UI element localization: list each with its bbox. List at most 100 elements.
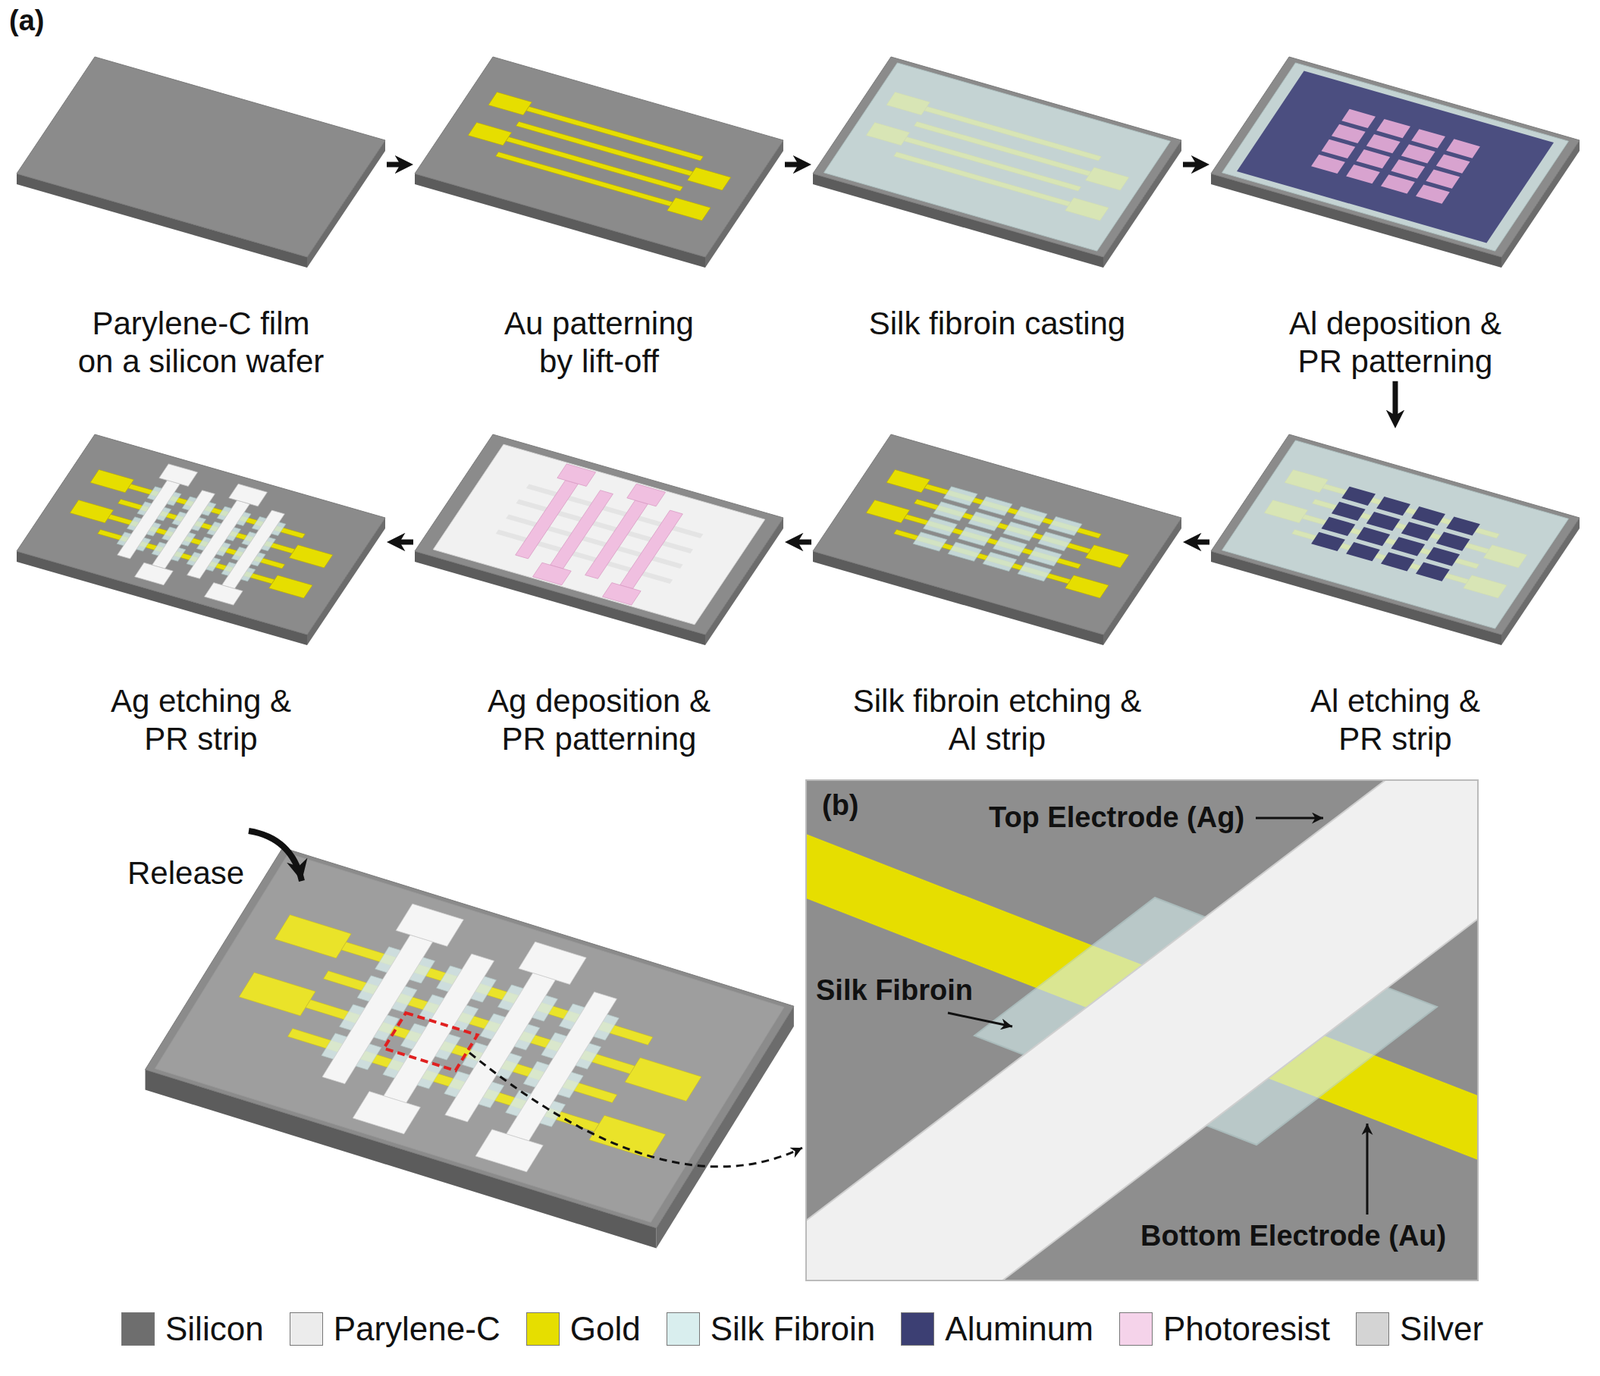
gold-pad xyxy=(667,197,711,221)
wafer-illustration xyxy=(812,56,1182,268)
wafer-top xyxy=(812,434,1182,635)
process-arrow xyxy=(386,539,414,546)
silver-electrode-pad xyxy=(159,464,198,487)
wafer-top xyxy=(414,434,784,635)
step-caption: Ag deposition & PR patterning xyxy=(485,682,713,760)
legend-item: Photoresist xyxy=(1119,1310,1331,1350)
photoresist-square xyxy=(1436,153,1471,173)
wafer-illustration xyxy=(145,847,794,1249)
process-step: Parylene-C film on a silicon wafer xyxy=(15,50,387,382)
silk-square xyxy=(947,542,982,562)
gold-pad xyxy=(1085,545,1129,568)
top-electrode xyxy=(806,780,1478,1281)
release-arrow xyxy=(248,831,302,882)
silk-square xyxy=(933,501,968,521)
legend-swatch xyxy=(526,1312,560,1346)
panel-ground xyxy=(806,780,1478,1281)
silk-square xyxy=(923,517,958,537)
aluminum-square xyxy=(1415,561,1450,581)
wafer-top xyxy=(1210,434,1580,635)
silk-square xyxy=(943,486,978,506)
silk-square xyxy=(982,552,1017,571)
silk-square xyxy=(1027,546,1062,566)
photoresist-square xyxy=(1425,169,1460,189)
photoresist-square xyxy=(1415,184,1450,204)
wafer-illustration xyxy=(16,56,386,268)
wafer-illustration xyxy=(1210,56,1580,268)
silver-layer xyxy=(432,444,765,625)
photoresist-square xyxy=(1390,159,1425,179)
figure-label: (b) xyxy=(818,788,863,824)
parylene-film xyxy=(154,853,785,1224)
silk-square xyxy=(1017,561,1052,581)
wafer-illustration xyxy=(414,434,784,646)
silk-layer xyxy=(824,62,1171,251)
silver-electrode-pad xyxy=(204,583,244,606)
gold-pad xyxy=(488,92,532,116)
wafer-top xyxy=(145,847,794,1229)
wafer-illustration xyxy=(16,434,386,646)
figure-label: Bottom Electrode (Au) xyxy=(1137,1219,1450,1255)
wafer-top xyxy=(414,56,784,258)
legend-item: Gold xyxy=(526,1310,641,1350)
aluminum-square xyxy=(1366,511,1401,531)
process-step: Al deposition & PR patterning xyxy=(1209,50,1582,382)
legend: Silicon Parylene-C Gold Silk Fibroin Aluminu… xyxy=(121,1310,1484,1350)
aluminum-layer xyxy=(1236,71,1554,244)
aluminum-square xyxy=(1341,486,1376,506)
process-step: Ag deposition & PR patterning xyxy=(413,428,785,760)
leader-arrow xyxy=(947,1013,1013,1027)
legend-text: Silver xyxy=(1399,1310,1484,1350)
legend-item: Silicon xyxy=(121,1310,264,1350)
photoresist-square xyxy=(1311,154,1346,174)
photoresist-line-pad xyxy=(627,483,666,507)
silk-square xyxy=(978,496,1013,516)
process-arrow xyxy=(1182,162,1210,168)
step-caption: Al deposition & PR patterning xyxy=(1281,304,1510,382)
wafer-top xyxy=(812,56,1182,258)
aluminum-square xyxy=(1411,506,1446,526)
step-caption: Au patterning by lift-off xyxy=(492,304,706,382)
silk-square xyxy=(1013,506,1048,526)
photoresist-square xyxy=(1331,124,1366,144)
photoresist-line-pad xyxy=(557,464,597,487)
aluminum-square xyxy=(1311,532,1346,552)
detail-panel xyxy=(806,780,1478,1281)
aluminum-square xyxy=(1331,501,1366,521)
photoresist-square xyxy=(1356,149,1391,169)
silk-square xyxy=(1038,531,1073,551)
silk-layer xyxy=(1222,62,1569,251)
leader-arrow xyxy=(1255,817,1324,820)
aluminum-square xyxy=(1446,516,1481,536)
legend-text: Photoresist xyxy=(1163,1310,1331,1350)
wafer-top xyxy=(1210,56,1580,258)
silver-electrode-pad xyxy=(229,483,268,507)
silk-square xyxy=(912,532,948,552)
gold-pad xyxy=(1065,575,1109,599)
step-caption: Parylene-C film on a silicon wafer xyxy=(74,304,329,382)
process-step: Silk fibroin etching & Al strip xyxy=(811,428,1183,760)
gold-pad xyxy=(269,575,313,599)
legend-text: Gold xyxy=(570,1310,641,1350)
aluminum-square xyxy=(1345,542,1381,562)
aluminum-square xyxy=(1390,536,1425,556)
figure-label: Silk Fibroin xyxy=(812,973,976,1009)
figure-label: Release xyxy=(127,855,245,892)
legend-item: Silk Fibroin xyxy=(666,1310,876,1350)
gold-pad xyxy=(865,500,910,524)
panel-frame xyxy=(806,780,1478,1281)
gold-pad xyxy=(687,167,731,191)
step-caption: Ag etching & PR strip xyxy=(97,682,306,760)
gold-pad xyxy=(288,545,333,568)
process-step: Ag etching & PR strip xyxy=(15,428,387,760)
silk-layer xyxy=(1222,440,1569,629)
aluminum-square xyxy=(1401,521,1436,541)
figure-label: (a) xyxy=(9,4,44,38)
legend-swatch xyxy=(121,1312,155,1346)
legend-text: Silicon xyxy=(165,1310,264,1350)
silk-square xyxy=(992,536,1027,556)
legend-swatch xyxy=(1119,1312,1153,1346)
legend-text: Aluminum xyxy=(944,1310,1094,1350)
legend-text: Parylene-C xyxy=(333,1310,501,1350)
legend-swatch xyxy=(900,1312,935,1346)
